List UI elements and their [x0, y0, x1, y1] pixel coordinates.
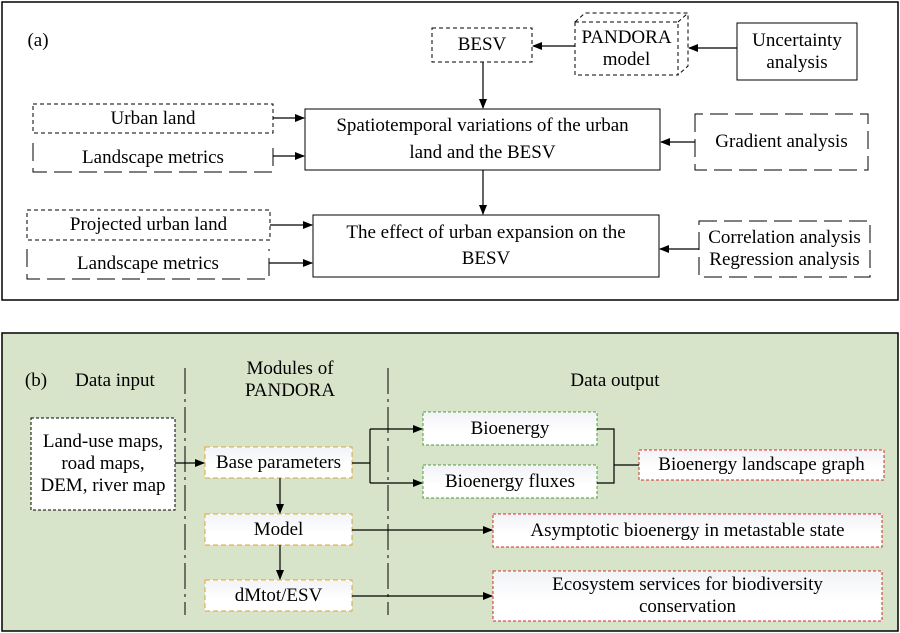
projected-urban-land-box: [26, 209, 271, 241]
pandora-line1: PANDORA: [581, 26, 672, 48]
effect-line2: BESV: [461, 248, 511, 269]
correlation-line1: Correlation analysis: [708, 227, 861, 248]
uncertainty-line1: Uncertainty: [752, 29, 842, 51]
urban-land-box: [32, 103, 274, 134]
landscape-graph-label: Bioenergy landscape graph: [640, 451, 883, 479]
input-box: [30, 417, 176, 511]
correlation-label: Correlation analysis Regression analysis: [700, 222, 869, 276]
effect-label: The effect of urban expansion on the BES…: [314, 216, 658, 276]
urban-land-label: Urban land: [110, 107, 196, 129]
landscape-metrics-1-label: Landscape metrics: [82, 146, 224, 168]
input-label: Land-use maps, road maps, DEM, river map: [32, 419, 174, 509]
ecosystem-label: Ecosystem services for biodiversity cons…: [494, 572, 881, 620]
base-parameters-label: Base parameters: [206, 448, 351, 477]
correlation-box: [698, 220, 871, 278]
panel-b-arrows: [175, 425, 639, 600]
pandora-label: PANDORA model: [576, 23, 677, 74]
connector-base-split: [352, 429, 371, 483]
panel-a-label: (a): [27, 30, 49, 51]
header-data-input: Data input: [75, 370, 155, 391]
besv-label: BESV: [457, 34, 507, 55]
uncertainty-label: Uncertainty analysis: [738, 24, 856, 79]
header-modules-line2: PANDORA: [244, 380, 336, 401]
spatiotemporal-box: [304, 108, 661, 171]
landscape-metrics-2-label: Landscape metrics: [77, 253, 219, 274]
pandora-line2: model: [602, 48, 651, 70]
header-modules: Modules of PANDORA: [215, 357, 365, 403]
landscape-metrics-1-box: [32, 143, 274, 173]
ecosystem-line1: Ecosystem services for biodiversity: [552, 574, 823, 595]
model-label: Model: [206, 515, 351, 544]
bracket-to-graph: [597, 428, 639, 484]
effect-line1: The effect of urban expansion on the: [346, 222, 626, 243]
ecosystem-line2: conservation: [638, 596, 737, 617]
bioenergy-fluxes-label: Bioenergy fluxes: [424, 466, 596, 497]
panel-b-label: (b): [24, 370, 48, 391]
regression-line2: Regression analysis: [709, 249, 860, 270]
panel-a-arrows: [269, 42, 737, 267]
header-data-output: Data output: [570, 370, 660, 391]
gradient-analysis-box: [694, 113, 869, 171]
gradient-label: Gradient analysis: [715, 131, 848, 152]
landscape-metrics-2-box: [26, 249, 270, 280]
dmtot-label: dMtot/ESV: [206, 581, 351, 610]
pandora-model-box: [574, 12, 689, 76]
input-line3: DEM, river map: [40, 475, 166, 496]
spatiotemporal-line2: land and the BESV: [409, 142, 556, 163]
header-modules-line1: Modules of: [246, 358, 334, 379]
spatiotemporal-label: Spatiotemporal variations of the urban l…: [306, 110, 659, 169]
bioenergy-label: Bioenergy: [424, 413, 596, 444]
uncertainty-box: [736, 22, 858, 81]
spatiotemporal-line1: Spatiotemporal variations of the urban: [336, 115, 629, 136]
input-line1: Land-use maps,: [42, 431, 164, 452]
asymptotic-label: Asymptotic bioenergy in metastable state: [494, 515, 881, 546]
uncertainty-line2: analysis: [766, 51, 828, 73]
projected-urban-land-label: Projected urban land: [69, 214, 228, 235]
besv-box: [431, 27, 533, 63]
input-line2: road maps,: [61, 453, 145, 474]
